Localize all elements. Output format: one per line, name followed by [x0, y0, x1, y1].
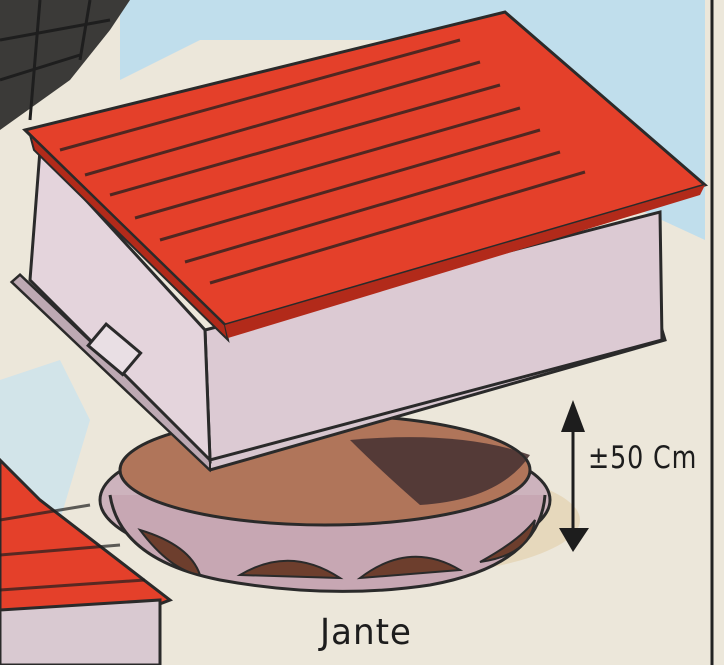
- height-measurement-label: ±50 Cm: [588, 440, 697, 476]
- rim-caption: Jante: [320, 612, 412, 653]
- wheel-rim: [100, 415, 550, 591]
